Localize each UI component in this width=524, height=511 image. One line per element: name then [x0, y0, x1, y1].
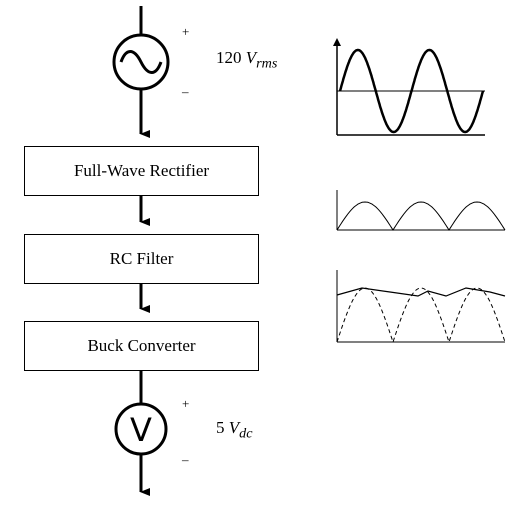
full-wave-rectifier-block: Full-Wave Rectifier — [24, 146, 259, 196]
output-voltage-value: 5 — [216, 418, 225, 437]
rc-filter-block: RC Filter — [24, 234, 259, 284]
waveform-rectified — [336, 190, 506, 231]
buck-converter-label: Buck Converter — [87, 336, 196, 355]
ac-source-icon — [112, 33, 170, 91]
buck-converter-block: Buck Converter — [24, 321, 259, 371]
full-wave-rectifier-label: Full-Wave Rectifier — [73, 161, 210, 180]
output-voltage-label: 5 Vdc — [216, 418, 253, 442]
output-voltage-symbol: V — [228, 418, 240, 437]
output-plus-sign: + — [182, 396, 190, 411]
voltmeter-glyph: V — [130, 411, 152, 449]
source-voltage-label: 120 Vrms — [216, 48, 277, 72]
source-voltage-sub: rms — [256, 55, 278, 72]
rc-filter-label: RC Filter — [109, 249, 174, 268]
source-minus-sign: – — [182, 84, 189, 99]
output-minus-sign: – — [182, 452, 189, 467]
waveform-filtered — [336, 270, 506, 344]
source-voltage-value: 120 — [216, 48, 242, 67]
waveform-ac-sine — [333, 38, 485, 136]
source-voltage-symbol: V — [245, 48, 257, 67]
output-voltage-sub: dc — [239, 425, 253, 442]
source-plus-sign: + — [182, 24, 190, 39]
